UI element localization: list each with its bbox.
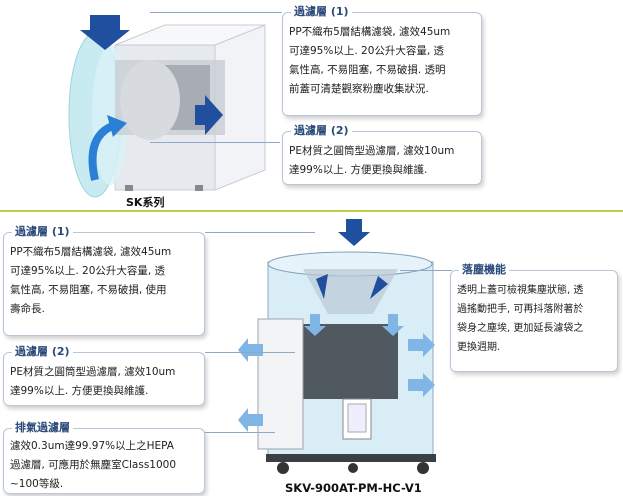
top-filter1-title: 過濾層 (1) xyxy=(291,5,352,19)
bottom-filter1-title: 過濾層 (1) xyxy=(12,225,73,239)
leader-line-bottom-dust xyxy=(400,270,452,271)
top-filter1-line: 可達95%以上. 20公升大容量, 透 xyxy=(289,45,445,57)
top-filter1-callout: 過濾層 (1) PP不織布5層結構濾袋, 濾效45um 可達95%以上. 20公… xyxy=(282,5,482,116)
top-filter2-line: 達99%以上. 方便更換與維護. xyxy=(289,164,428,176)
top-filter1-line: 氣性高, 不易阻塞, 不易破損. 透明 xyxy=(289,64,446,76)
bottom-exhaust-callout: 排氣過濾層 濾效0.3um達99.97%以上之HEPA 過濾層, 可應用於無塵室… xyxy=(3,421,205,494)
sk-series-caption: SK系列 xyxy=(126,196,165,209)
bottom-dust-line: 透明上蓋可檢視集塵狀態, 透 xyxy=(457,285,584,296)
top-filter2-title: 過濾層 (2) xyxy=(291,124,352,138)
leader-line-top-filter1 xyxy=(150,12,282,13)
bottom-exhaust-line: 濾效0.3um達99.97%以上之HEPA xyxy=(10,440,174,452)
bottom-filter1-callout: 過濾層 (1) PP不織布5層結構濾袋, 濾效45um 可達95%以上. 20公… xyxy=(3,225,205,336)
bottom-exhaust-line: 過濾層, 可應用於無塵室Class1000 xyxy=(10,459,177,471)
leader-line-bottom-filter2 xyxy=(205,352,295,353)
bottom-dust-line: 過搖動把手, 可再抖落附著於 xyxy=(457,304,584,315)
bottom-filter1-line: 可達95%以上. 20公升大容量, 透 xyxy=(10,265,166,277)
leader-line-top-filter2 xyxy=(150,142,280,143)
bottom-dust-line: 更換週期. xyxy=(457,342,501,353)
bottom-exhaust-line: ~100等級. xyxy=(10,478,64,490)
bottom-filter2-line: 達99%以上. 方便更換與維護. xyxy=(10,385,149,397)
top-filter1-line: 前蓋可清楚觀察粉塵收集狀況. xyxy=(289,83,429,95)
top-filter2-line: PE材質之圓筒型過濾層, 濾效10um xyxy=(289,145,455,157)
bottom-dust-callout: 落塵機能 透明上蓋可檢視集塵狀態, 透 過搖動把手, 可再抖落附著於 袋身之塵埃… xyxy=(450,263,618,372)
leader-line-bottom-exhaust xyxy=(205,432,275,433)
bottom-dust-title: 落塵機能 xyxy=(459,263,509,277)
bottom-filter1-line: 壽命長. xyxy=(10,303,45,315)
skv-model-caption: SKV-900AT-PM-HC-V1 xyxy=(285,481,422,495)
bottom-filter1-line: 氣性高, 不易阻塞, 不易破損, 使用 xyxy=(10,284,167,296)
top-filter1-line: PP不織布5層結構濾袋, 濾效45um xyxy=(289,26,451,38)
bottom-filter2-callout: 過濾層 (2) PE材質之圓筒型過濾層, 濾效10um 達99%以上. 方便更換… xyxy=(3,345,205,406)
bottom-filter2-line: PE材質之圓筒型過濾層, 濾效10um xyxy=(10,366,176,378)
bottom-exhaust-title: 排氣過濾層 xyxy=(12,421,73,435)
leader-line-bottom-filter1 xyxy=(205,232,315,233)
skv-900-illustration xyxy=(238,219,436,474)
section-divider xyxy=(0,210,623,212)
bottom-dust-line: 袋身之塵埃, 更加延長濾袋之 xyxy=(457,323,584,334)
sk-series-illustration xyxy=(68,15,266,198)
bottom-filter2-title: 過濾層 (2) xyxy=(12,345,73,359)
bottom-filter1-line: PP不織布5層結構濾袋, 濾效45um xyxy=(10,246,172,258)
top-filter2-callout: 過濾層 (2) PE材質之圓筒型過濾層, 濾效10um 達99%以上. 方便更換… xyxy=(282,124,482,185)
